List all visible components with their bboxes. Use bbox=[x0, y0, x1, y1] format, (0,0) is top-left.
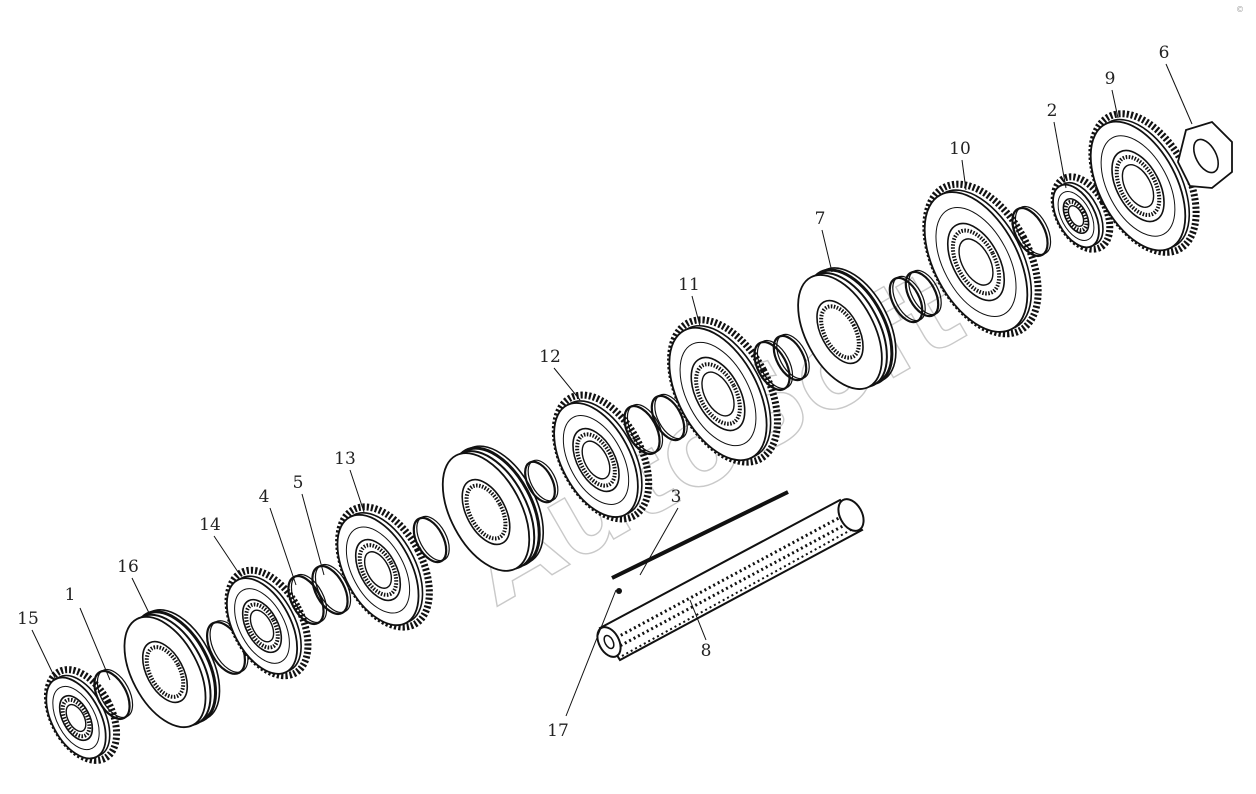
leader-line bbox=[31, 629, 57, 681]
leader-line bbox=[1053, 121, 1067, 189]
ring-c bbox=[524, 459, 559, 504]
callout-10: 10 bbox=[949, 139, 971, 159]
leader-line bbox=[1111, 89, 1119, 119]
callout-12: 12 bbox=[539, 347, 561, 367]
ring-f bbox=[753, 339, 794, 392]
corner-mark: © bbox=[1236, 5, 1244, 14]
ring-h bbox=[888, 275, 926, 324]
callout-7: 7 bbox=[815, 209, 826, 229]
gear-13 bbox=[335, 503, 433, 631]
gear-15 bbox=[43, 666, 121, 764]
leader-line bbox=[301, 493, 325, 576]
gear-12 bbox=[551, 391, 653, 523]
leader-line bbox=[639, 507, 679, 576]
leader-line bbox=[349, 469, 365, 513]
callout-2: 2 bbox=[1047, 101, 1058, 121]
washer-6 bbox=[1177, 120, 1233, 189]
ring-b bbox=[412, 515, 450, 564]
callout-11: 11 bbox=[678, 275, 700, 295]
leader-lines bbox=[31, 63, 1193, 717]
ring-1 bbox=[93, 668, 134, 721]
sleeve-mid bbox=[441, 445, 545, 572]
leader-line bbox=[553, 367, 581, 401]
leader-line bbox=[79, 607, 111, 681]
callout-8: 8 bbox=[701, 641, 712, 661]
callout-3: 3 bbox=[671, 487, 682, 507]
callout-16: 16 bbox=[117, 557, 139, 577]
callout-9: 9 bbox=[1105, 69, 1116, 89]
sleeve-7 bbox=[797, 267, 897, 390]
leader-line bbox=[213, 535, 241, 576]
callout-4: 4 bbox=[259, 487, 270, 507]
leader-line bbox=[269, 507, 297, 586]
callout-6: 6 bbox=[1159, 43, 1170, 63]
callout-13: 13 bbox=[334, 449, 356, 469]
ring-i bbox=[904, 269, 942, 318]
leader-line bbox=[131, 577, 151, 616]
leader-line bbox=[691, 295, 701, 327]
callout-15: 15 bbox=[17, 609, 39, 629]
sleeve-16 bbox=[123, 609, 221, 729]
callout-1: 1 bbox=[65, 585, 76, 605]
ring-j bbox=[1011, 205, 1052, 258]
gear-11 bbox=[667, 316, 781, 466]
ring-g bbox=[772, 333, 810, 382]
callout-5: 5 bbox=[293, 473, 304, 493]
ring-d bbox=[623, 403, 664, 456]
callout-17: 17 bbox=[547, 721, 569, 741]
gear-9 bbox=[1088, 110, 1200, 256]
pin bbox=[616, 588, 622, 594]
key-rod bbox=[611, 490, 789, 580]
leader-line bbox=[689, 599, 707, 641]
leader-line bbox=[961, 159, 967, 191]
leader-line bbox=[1165, 63, 1193, 125]
callout-14: 14 bbox=[199, 515, 221, 535]
parts-layer bbox=[43, 110, 1233, 764]
leader-line bbox=[565, 589, 617, 717]
main-shaft bbox=[596, 498, 865, 662]
leader-line bbox=[821, 229, 833, 273]
gear-10 bbox=[922, 180, 1042, 338]
